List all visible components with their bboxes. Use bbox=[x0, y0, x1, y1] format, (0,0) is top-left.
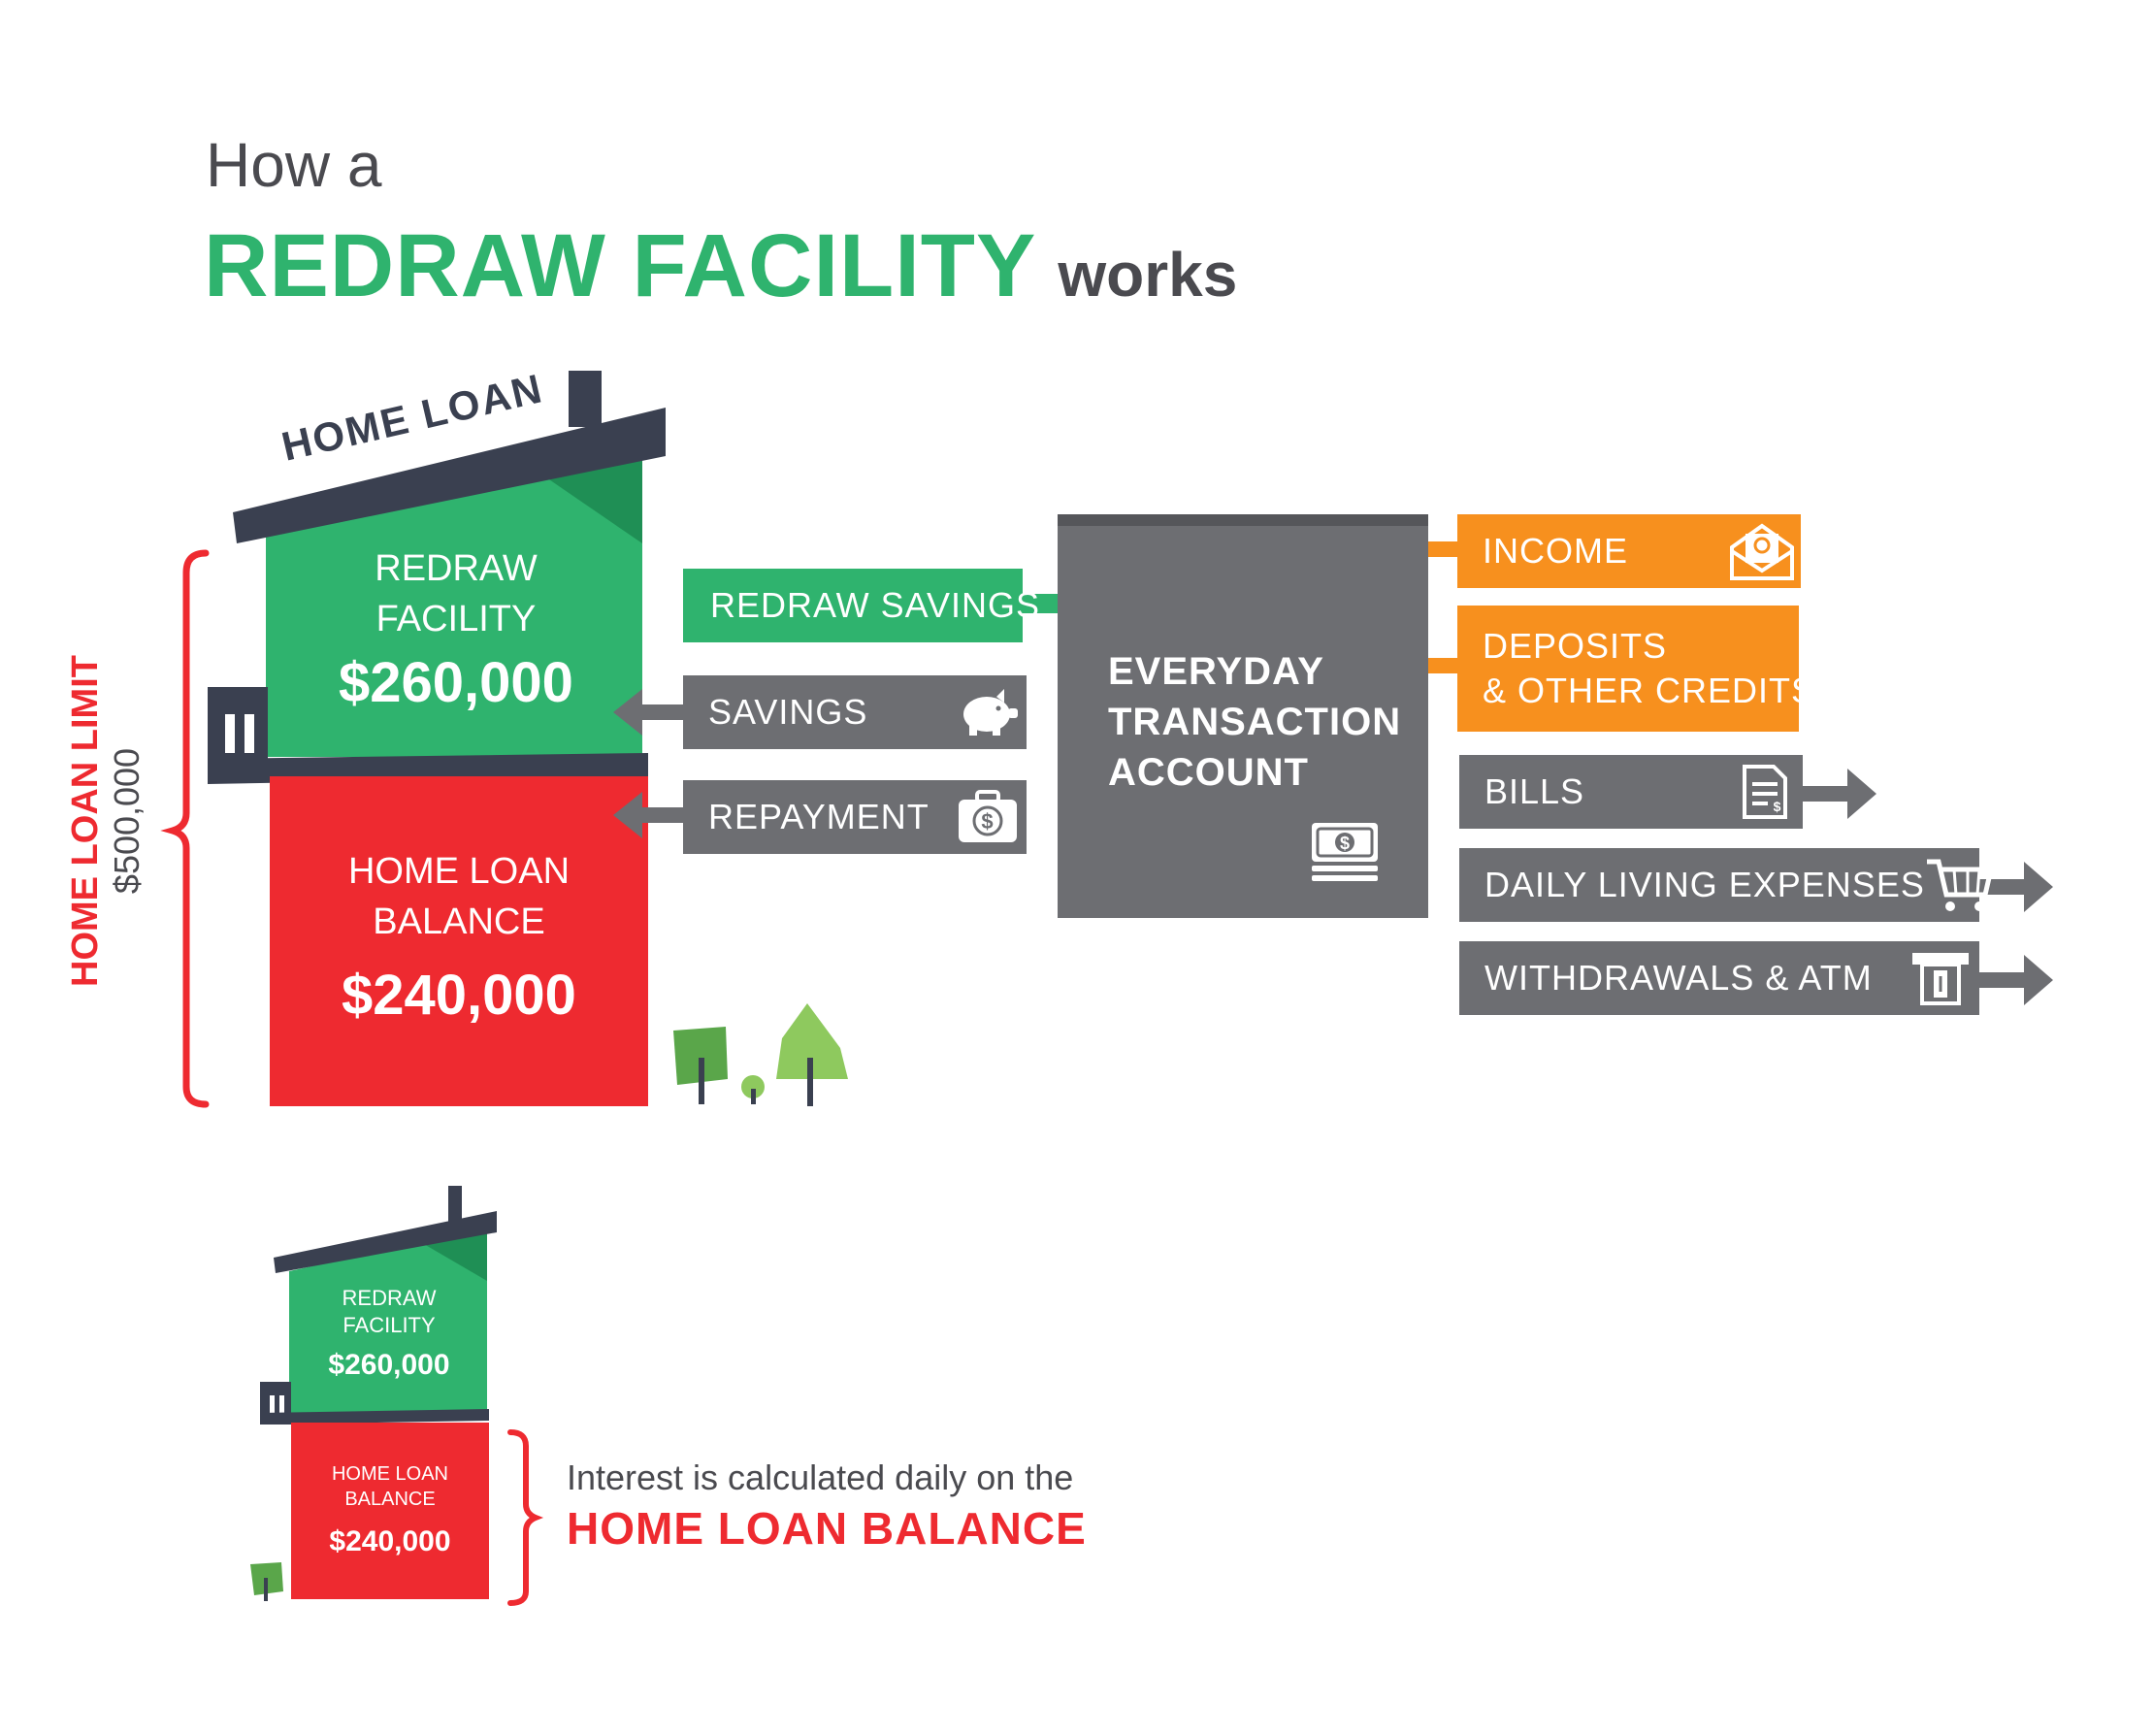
page-title: REDRAW FACILITY works bbox=[204, 215, 1237, 317]
daily-living-box: DAILY LIVING EXPENSES bbox=[1459, 848, 1994, 922]
arrow-left-repayment bbox=[613, 792, 683, 838]
title-line1: How a bbox=[206, 130, 382, 200]
repayment-box: REPAYMENT $ bbox=[683, 780, 1027, 854]
redraw-block bbox=[266, 456, 642, 757]
svg-text:$: $ bbox=[981, 809, 994, 834]
bill-document-icon: $ bbox=[1725, 763, 1803, 821]
small-balance-block bbox=[291, 1423, 489, 1599]
small-roof bbox=[274, 1211, 497, 1273]
svg-text:$: $ bbox=[1340, 834, 1350, 853]
interest-highlight: HOME LOAN BALANCE bbox=[567, 1503, 1087, 1554]
piggy-bank-icon bbox=[949, 687, 1027, 737]
balance-block bbox=[270, 776, 648, 1106]
shopping-cart-icon bbox=[1925, 856, 1995, 914]
cash-stack-icon: $ bbox=[1310, 821, 1380, 890]
small-chimney bbox=[448, 1186, 462, 1225]
roof bbox=[233, 408, 666, 543]
loan-limit: HOME LOAN LIMIT $500,000 bbox=[65, 655, 147, 987]
deposit-card-icon bbox=[1815, 621, 1870, 670]
arrow-right-daily bbox=[1979, 862, 2053, 912]
transaction-account: EVERYDAY TRANSACTION ACCOUNT $ bbox=[1058, 514, 1428, 918]
chimney bbox=[569, 371, 602, 427]
small-redraw-amount: $260,000 bbox=[328, 1349, 450, 1381]
tree-icon bbox=[673, 1003, 848, 1106]
deposits-box: DEPOSITS & OTHER CREDITS bbox=[1457, 606, 1869, 732]
limit-bracket bbox=[160, 549, 210, 1108]
tree-icon bbox=[250, 1562, 283, 1601]
arrow-right-withdrawals bbox=[1979, 955, 2053, 1005]
small-redraw-label: REDRAW FACILITY bbox=[342, 1286, 437, 1337]
income-box: INCOME bbox=[1457, 514, 1801, 588]
small-bracket bbox=[507, 1429, 544, 1606]
title-highlight: REDRAW FACILITY bbox=[204, 216, 1037, 315]
redraw-block-shade bbox=[543, 456, 642, 543]
account-label: EVERYDAY TRANSACTION ACCOUNT bbox=[1108, 650, 1402, 794]
savings-box: SAVINGS bbox=[683, 675, 1027, 749]
income-envelope-icon bbox=[1723, 522, 1801, 580]
redraw-label: REDRAW FACILITY bbox=[375, 548, 538, 639]
balance-label: HOME LOAN BALANCE bbox=[347, 851, 571, 942]
small-redraw-block bbox=[289, 1228, 487, 1417]
small-balance-label: HOME LOAN BALANCE bbox=[331, 1463, 449, 1510]
money-bag-icon: $ bbox=[949, 790, 1027, 844]
withdrawals-box: WITHDRAWALS & ATM bbox=[1459, 941, 1979, 1015]
interest-note: Interest is calculated daily on the bbox=[567, 1458, 1074, 1497]
title-suffix: works bbox=[1058, 240, 1238, 310]
svg-text:$: $ bbox=[1774, 799, 1782, 814]
redraw-amount: $260,000 bbox=[339, 651, 573, 714]
arrow-right-bills bbox=[1803, 769, 1876, 819]
small-balance-amount: $240,000 bbox=[329, 1525, 451, 1557]
atm-icon bbox=[1902, 951, 1979, 1005]
bills-box: BILLS $ bbox=[1459, 755, 1803, 829]
balance-amount: $240,000 bbox=[342, 964, 576, 1027]
redraw-savings-box: REDRAW SAVINGS bbox=[683, 569, 1039, 642]
